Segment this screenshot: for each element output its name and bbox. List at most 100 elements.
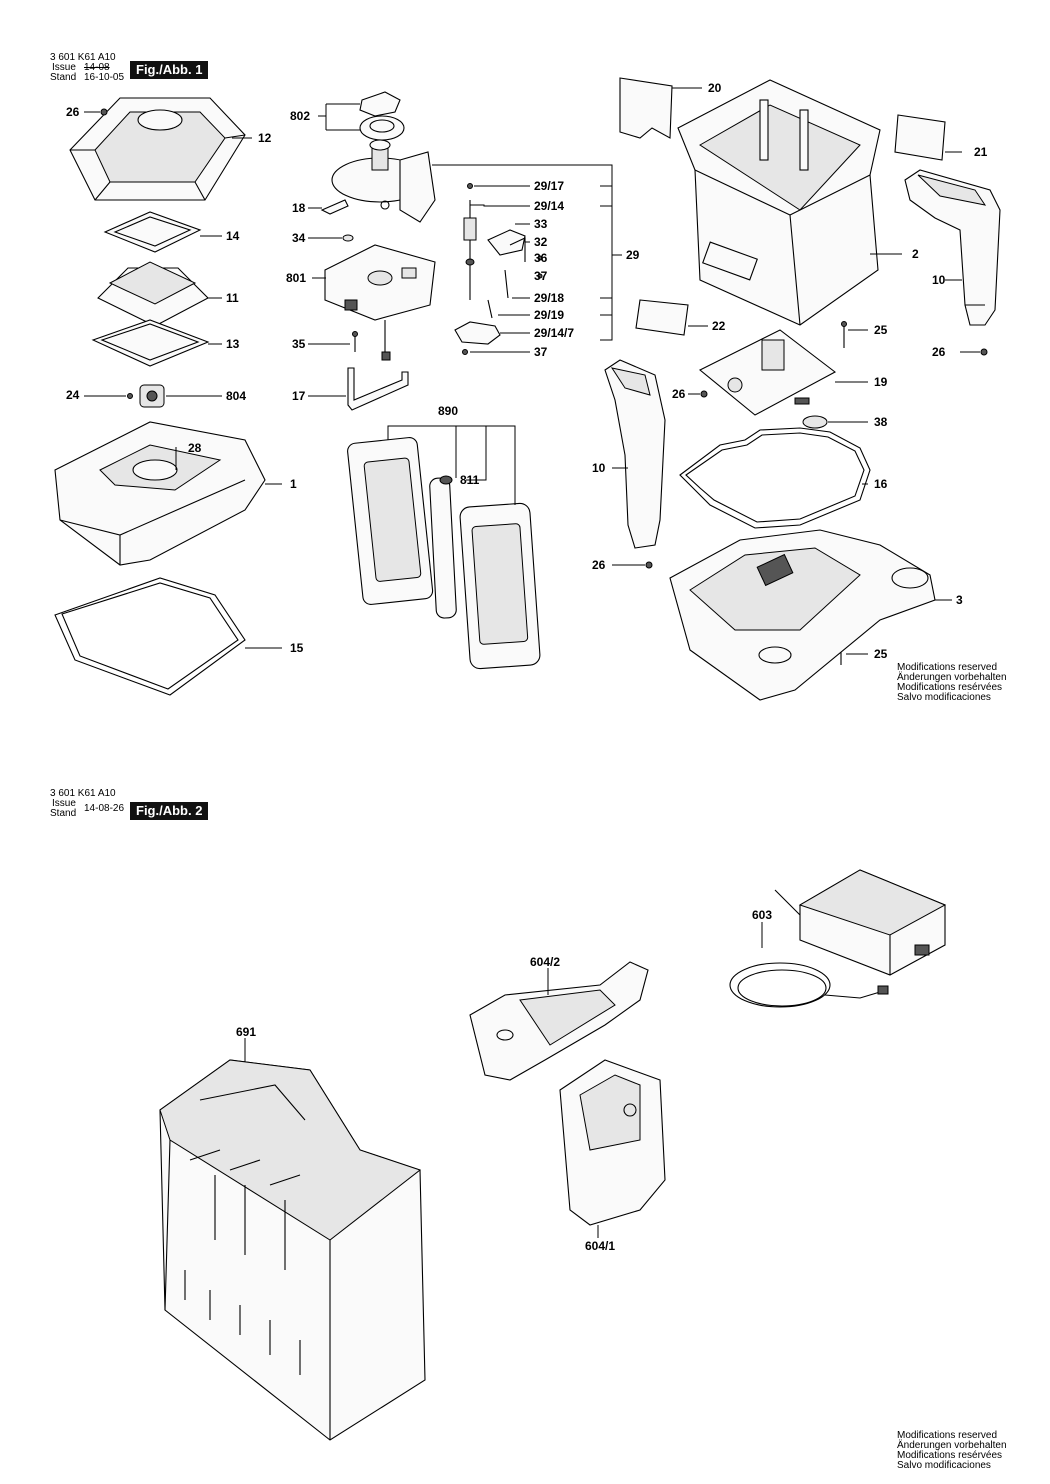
fig1-stand-value: 16-10-05: [84, 72, 125, 83]
part-21-label: [894, 114, 962, 161]
part-22-label: [635, 299, 708, 336]
label: 3: [956, 593, 963, 607]
label: 35: [292, 337, 306, 351]
fig1-note: Modifications resérvées: [897, 682, 1003, 693]
part-20-label: [619, 77, 702, 139]
fig1-note: Salvo modificaciones: [897, 692, 991, 703]
fig1-issue-label: Issue: [52, 62, 76, 73]
label: 38: [874, 415, 888, 429]
label: 29: [626, 248, 640, 262]
label: 29/14: [534, 199, 565, 213]
label: 26: [66, 105, 80, 119]
label: 13: [226, 337, 240, 351]
label: 18: [292, 201, 306, 215]
fig1-code: 3 601 K61 A10: [50, 52, 116, 63]
part-18-clip: [320, 199, 349, 215]
label: 811: [460, 473, 480, 487]
part-691-case: [159, 1038, 426, 1441]
part-604-1-holder: [559, 1059, 666, 1238]
label: 28: [188, 441, 202, 455]
label: 1: [290, 477, 297, 491]
label: 14: [226, 229, 240, 243]
fig2-note: Salvo modificaciones: [897, 1460, 991, 1471]
part-34-washer: [342, 234, 354, 242]
label: 37: [534, 269, 548, 283]
label: 20: [708, 81, 722, 95]
fig2-note: Modifications resérvées: [897, 1450, 1003, 1461]
label: 2: [912, 247, 919, 261]
label: 29/14/7: [534, 326, 575, 340]
label: 29/17: [534, 179, 565, 193]
label: 29/19: [534, 308, 565, 322]
label: 691: [236, 1025, 257, 1039]
fig2-note: Modifications reserved: [897, 1430, 998, 1441]
label: 29/18: [534, 291, 565, 305]
part-1-housing: [54, 421, 266, 566]
label: 604/1: [585, 1239, 616, 1253]
fig2-stand-label: Stand: [50, 808, 77, 819]
part-rotor-assembly: [331, 139, 436, 223]
part-14-frame: [103, 211, 202, 253]
part-12-top-cap: [69, 97, 246, 201]
fig2-note: Änderungen vorbehalten: [897, 1440, 1007, 1451]
part-16-gasket: [679, 427, 871, 529]
label: 26: [592, 558, 606, 572]
label: 10: [592, 461, 606, 475]
label: 804: [226, 389, 247, 403]
label: 801: [286, 271, 307, 285]
part-3-base: [669, 529, 952, 701]
label: 19: [874, 375, 888, 389]
part-38-disc: [802, 415, 868, 429]
part-603-charger: [729, 869, 947, 1008]
fig2-code: 3 601 K61 A10: [50, 788, 116, 799]
label: 16: [874, 477, 888, 491]
label: 604/2: [530, 955, 561, 969]
part-604-2-bracket: [469, 961, 649, 1081]
fig1-note: Änderungen vorbehalten: [897, 672, 1007, 683]
part-19-board: [698, 329, 868, 416]
fig2-title-badge: Fig./Abb. 2: [130, 802, 209, 820]
part-35-screw: [308, 331, 358, 352]
fig1-title-badge: Fig./Abb. 1: [130, 61, 209, 79]
label: 802: [290, 109, 311, 123]
part-11-prism-housing: [97, 261, 209, 327]
part-10-handle-left: [604, 359, 666, 549]
fig1-stand-label: Stand: [50, 72, 77, 83]
label: 26: [672, 387, 686, 401]
part-801-pcb: [324, 244, 436, 361]
part-2-main-housing: [677, 79, 902, 326]
label: 22: [712, 319, 726, 333]
label: 33: [534, 217, 548, 231]
label: 603: [752, 908, 773, 922]
fig2-issue-label: Issue: [52, 798, 76, 809]
label: 890: [438, 404, 459, 418]
part-29-assembly: [432, 164, 622, 355]
part-13-glass: [91, 319, 210, 367]
part-10-handle-right: [904, 169, 1001, 326]
label: 15: [290, 641, 304, 655]
label: 37: [534, 345, 548, 359]
label: 26: [932, 345, 946, 359]
label: 34: [292, 231, 306, 245]
label: 12: [258, 131, 272, 145]
part-26-screws: [612, 348, 988, 569]
part-26-screw: [84, 108, 108, 116]
fig2-stand-value: 14-08-26: [84, 803, 125, 814]
label: 36: [534, 251, 548, 265]
part-17-cable: [308, 367, 409, 411]
label: 24: [66, 388, 80, 402]
label: 10: [932, 273, 946, 287]
fig1-issue-value: 14-08: [84, 62, 110, 73]
label: 32: [534, 235, 548, 249]
fig1-note: Modifications reserved: [897, 662, 998, 673]
part-15-seal: [54, 577, 246, 696]
part-802-rings: [318, 91, 405, 141]
label: 25: [874, 647, 888, 661]
label: 25: [874, 323, 888, 337]
part-890-remote: [347, 425, 541, 670]
label: 21: [974, 145, 988, 159]
label: 17: [292, 389, 306, 403]
part-804-sensor: [84, 384, 222, 408]
label: 11: [226, 291, 239, 305]
